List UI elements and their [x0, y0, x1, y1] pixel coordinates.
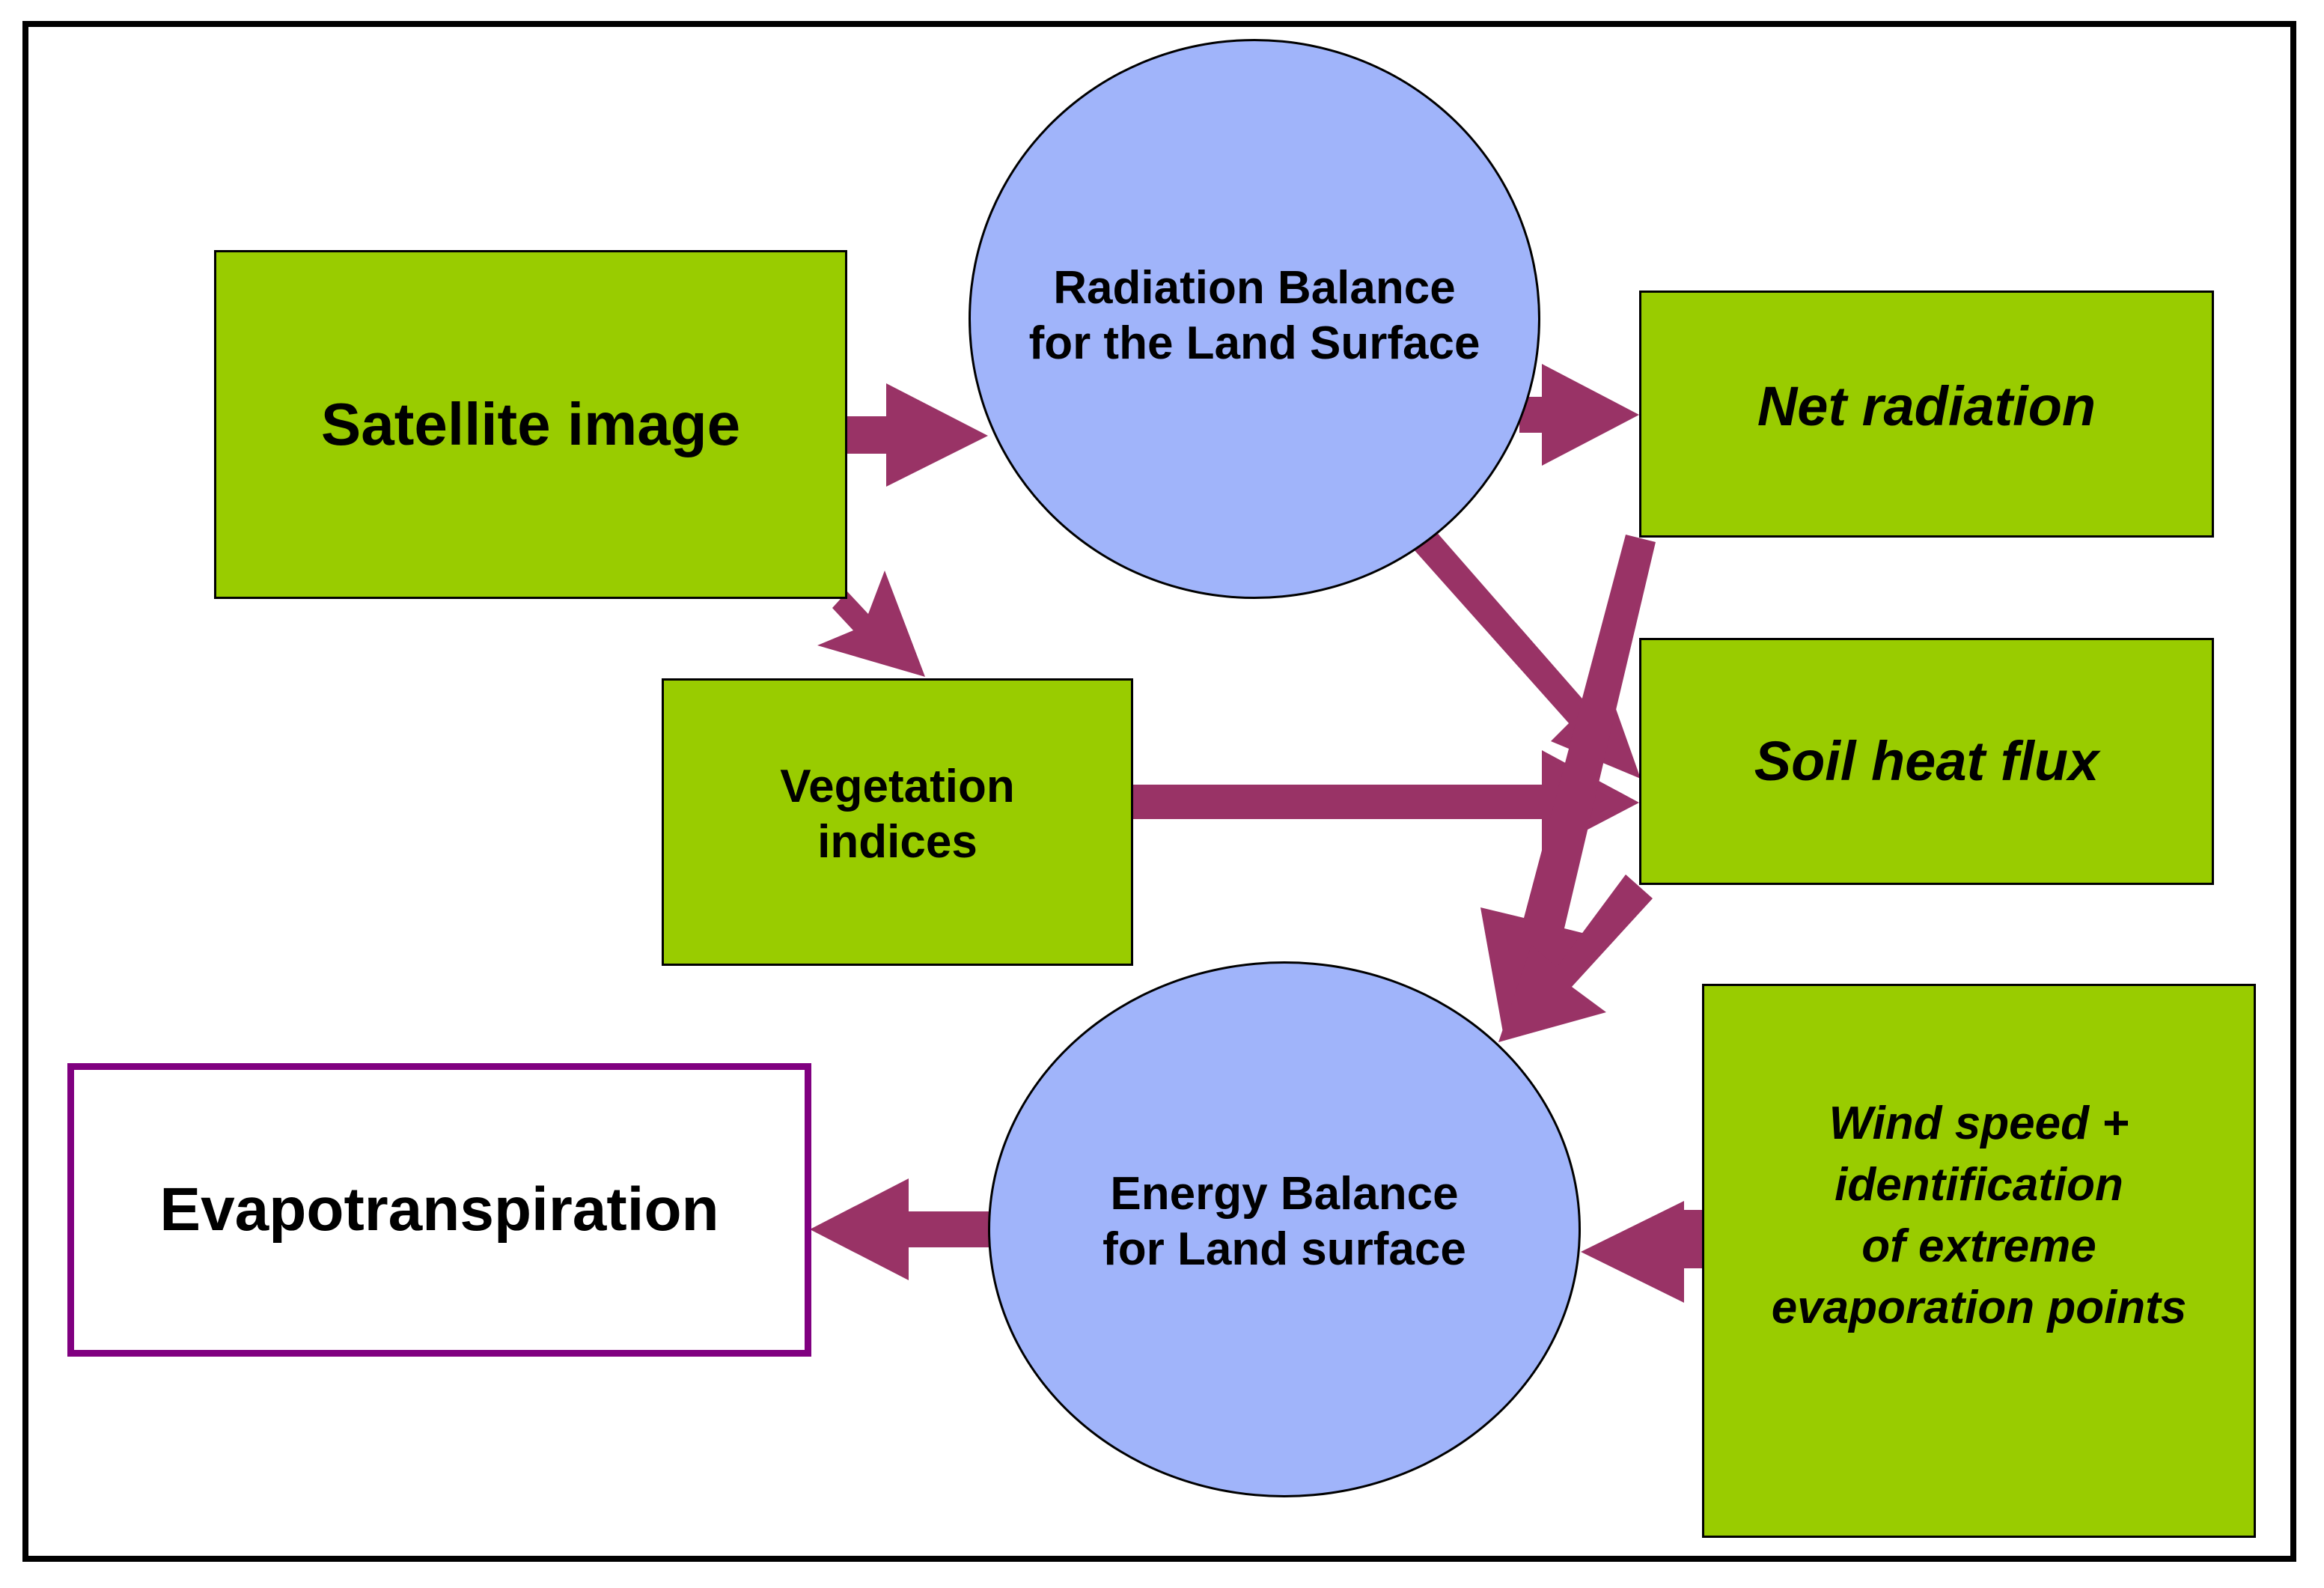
wind-speed-label: Wind speed + identification of extreme e…: [1771, 1098, 2187, 1333]
arrow-satellite-to-radiation: [847, 383, 988, 487]
arrow-vegetation-to-soil-heat-flux: [1132, 750, 1639, 854]
arrow-radiation-to-net-radiation: [1519, 364, 1639, 466]
energy-balance-ellipse: Energy Balance for Land surface: [988, 961, 1581, 1497]
radiation-balance-label: Radiation Balance for the Land Surface: [1028, 261, 1480, 369]
vegetation-indices-label: Vegetation indices: [780, 760, 1015, 868]
energy-balance-label: Energy Balance for Land surface: [1102, 1167, 1466, 1275]
vegetation-indices-box: Vegetation indices: [662, 678, 1133, 966]
diagram-frame: [22, 21, 2296, 1562]
evapotranspiration-label: Evapotranspiration: [159, 1175, 719, 1244]
arrow-wind-speed-to-energy-balance: [1581, 1201, 1704, 1303]
arrow-energy-balance-to-evapotranspiration: [810, 1178, 989, 1280]
wind-speed-box: Wind speed + identification of extreme e…: [1702, 984, 2256, 1538]
soil-heat-flux-label: Soil heat flux: [1754, 729, 2099, 792]
soil-heat-flux-box: Soil heat flux: [1639, 638, 2214, 885]
arrow-soil-heat-flux-to-energy-balance: [1498, 874, 1653, 1042]
arrow-net-radiation-to-energy-balance: [1480, 535, 1656, 1041]
net-radiation-box: Net radiation: [1639, 290, 2214, 538]
net-radiation-label: Net radiation: [1757, 374, 2096, 437]
satellite-image-box: Satellite image: [214, 250, 847, 599]
evapotranspiration-box: Evapotranspiration: [67, 1063, 811, 1357]
satellite-image-label: Satellite image: [320, 391, 741, 457]
radiation-balance-ellipse: Radiation Balance for the Land Surface: [969, 39, 1540, 599]
